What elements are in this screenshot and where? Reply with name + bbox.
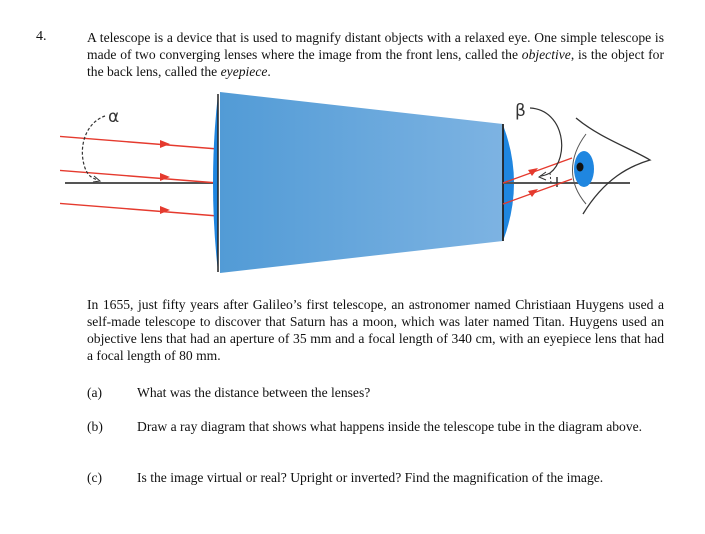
part-text: What was the distance between the lenses… xyxy=(137,385,371,400)
part-text: Draw a ray diagram that shows what happe… xyxy=(137,419,643,434)
alpha-arc xyxy=(81,115,106,181)
question-number: 4. xyxy=(36,29,47,44)
alpha-label: α xyxy=(108,107,119,127)
intro-text: , is the object for the back lens, calle… xyxy=(87,47,665,79)
part-label: (b) xyxy=(87,419,103,434)
term-objective: objective xyxy=(521,47,571,62)
part-text: Is the image virtual or real? Upright or… xyxy=(137,470,604,485)
telescope-diagram: α β xyxy=(54,88,700,288)
intro-text: A telescope is a device that is used to … xyxy=(87,30,664,62)
incoming-rays xyxy=(54,135,219,217)
term-eyepiece: eyepiece xyxy=(220,64,268,79)
historical-paragraph: In 1655, just fifty years after Galileo’… xyxy=(87,297,664,363)
part-label: (a) xyxy=(87,385,103,400)
part-label: (c) xyxy=(87,470,103,485)
intro-text: . xyxy=(267,64,271,79)
beta-label: β xyxy=(515,101,526,121)
question-intro: A telescope is a device that is used to … xyxy=(87,29,664,80)
objective-lens xyxy=(213,94,218,272)
outgoing-rays xyxy=(502,157,573,205)
eye-icon xyxy=(572,117,652,215)
telescope-tube xyxy=(220,92,503,273)
beta-arc xyxy=(529,107,563,177)
